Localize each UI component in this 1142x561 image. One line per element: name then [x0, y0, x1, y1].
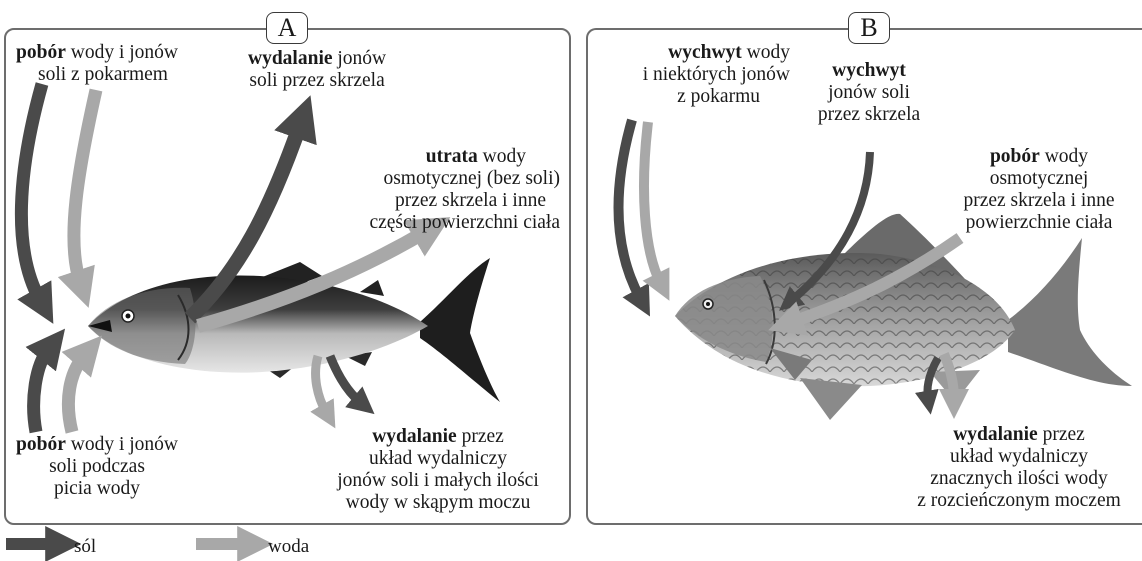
label-b-osmotic-intake: pobór wody osmotycznej przez skrzela i i…: [936, 146, 1142, 234]
tuna-fish-illustration: [88, 258, 500, 402]
label-a-osmotic-loss: utrata wody osmotycznej (bez soli) przez…: [326, 146, 560, 234]
arrow-a-food-water: [74, 90, 96, 282]
legend-water-label: woda: [268, 536, 309, 558]
label-a-intake-drinking: pobór wody i jonów soli podczas picia wo…: [16, 434, 178, 500]
label-b-uptake-gills: wychwyt jonów soli przez skrzela: [800, 60, 938, 126]
label-b-uptake-food: wychwyt wody i niektórych jonów z pokarm…: [598, 42, 790, 108]
carp-fish-illustration: [675, 214, 1132, 420]
legend-salt-label: sól: [74, 536, 96, 558]
arrow-a-drink-water: [68, 356, 84, 432]
arrow-a-food-salt: [21, 84, 42, 300]
label-a-intake-food: pobór wody i jonów soli z pokarmem: [16, 42, 178, 86]
label-a-gills-excretion: wydalanie jonów soli przez skrzela: [248, 48, 386, 92]
label-a-kidney-excretion: wydalanie przez układ wydalniczy jonów s…: [318, 426, 558, 514]
arrow-a-kidney-salt: [330, 356, 360, 402]
arrow-b-food-water: [644, 122, 660, 282]
arrow-b-food-salt: [619, 120, 640, 298]
label-b-kidney-excretion: wydalanie przez układ wydalniczy znaczny…: [900, 424, 1138, 512]
arrow-a-drink-salt: [34, 350, 48, 432]
